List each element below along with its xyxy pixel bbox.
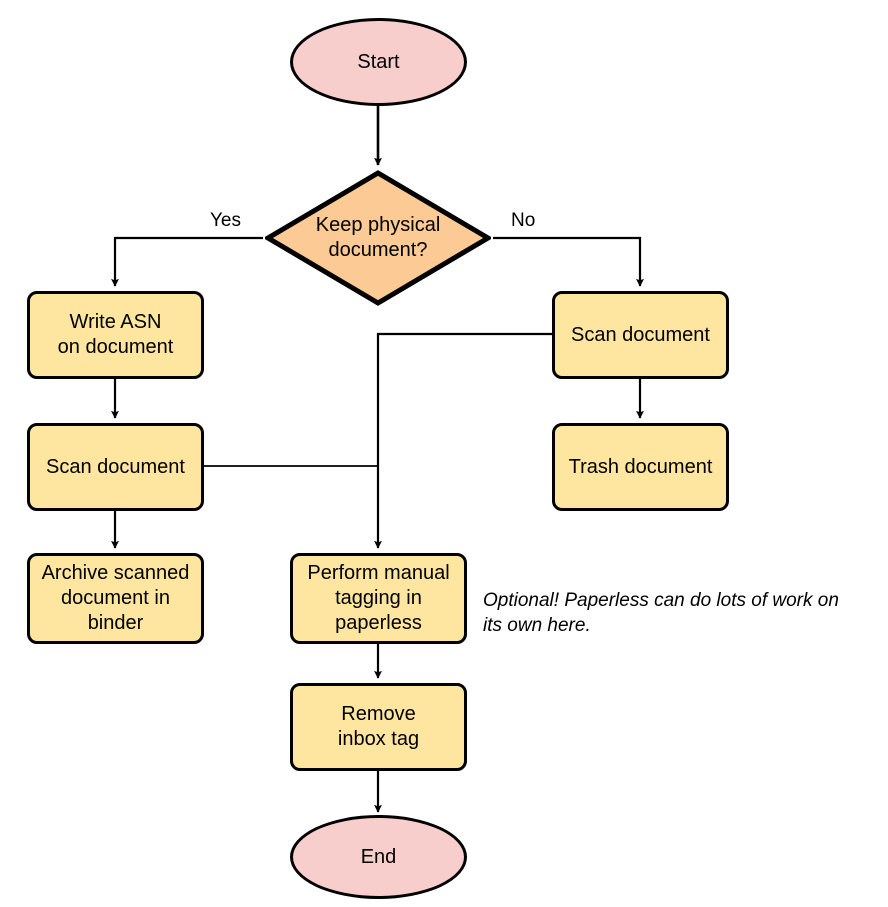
node-trash-document[interactable]: Trash document (552, 423, 729, 511)
node-remove-inbox-tag[interactable]: Remove inbox tag (290, 683, 467, 771)
node-manual-tagging[interactable]: Perform manual tagging in paperless (290, 553, 467, 644)
node-scan-document-right-label: Scan document (571, 323, 710, 346)
node-write-asn-label: Write ASN on document (57, 311, 174, 358)
node-scan-document-left-label: Scan document (46, 455, 185, 478)
node-start[interactable]: Start (290, 18, 467, 106)
node-scan-document-left[interactable]: Scan document (27, 423, 204, 511)
node-decision-label: Keep physical document? (315, 214, 441, 261)
node-manual-tagging-label: Perform manual tagging in paperless (307, 562, 450, 634)
node-remove-inbox-tag-label: Remove inbox tag (337, 703, 420, 750)
edge-decision-no (493, 236, 644, 287)
edge-decision-yes (111, 236, 263, 287)
node-end-label: End (360, 845, 397, 868)
node-scan-document-right[interactable]: Scan document (552, 291, 729, 379)
node-trash-document-label: Trash document (568, 455, 713, 478)
edge-label-yes: Yes (207, 210, 244, 232)
edge-scan-right-to-tagging (374, 332, 552, 549)
node-archive-binder[interactable]: Archive scanned document in binder (27, 553, 204, 644)
edge-label-no: No (508, 210, 539, 232)
node-start-label: Start (357, 50, 400, 73)
node-decision-keep-physical[interactable]: Keep physical document? (265, 170, 491, 306)
diamond-shape-icon (265, 170, 491, 306)
node-end[interactable]: End (290, 815, 467, 899)
node-archive-binder-label: Archive scanned document in binder (41, 562, 190, 634)
node-write-asn[interactable]: Write ASN on document (27, 291, 204, 379)
annotation-optional-note: Optional! Paperless can do lots of work … (483, 590, 839, 636)
